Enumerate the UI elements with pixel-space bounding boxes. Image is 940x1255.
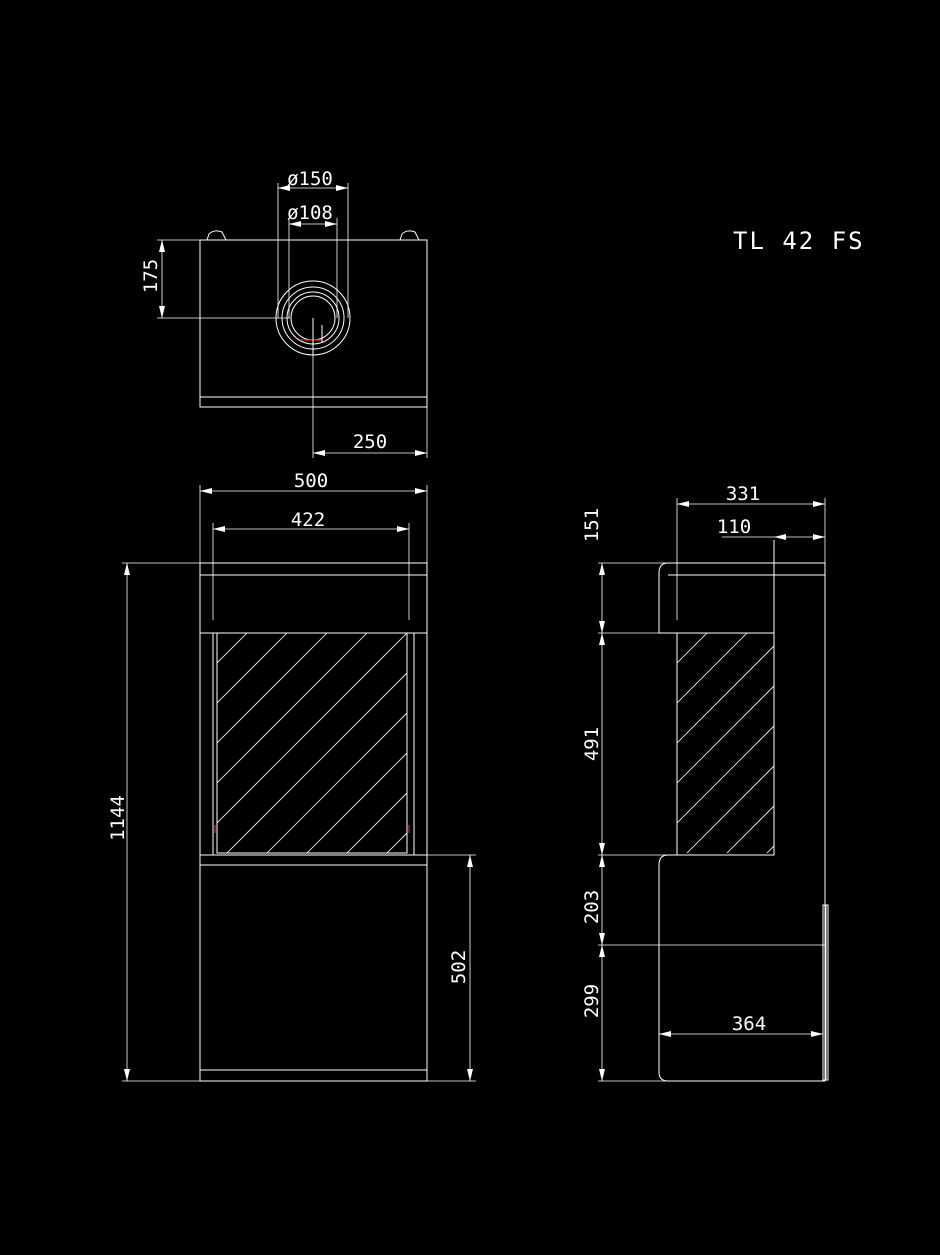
dim-total-width: 500 [199, 470, 428, 563]
dim-width-to-flue-label: 250 [353, 431, 387, 453]
dim-base-height-label: 502 [448, 950, 470, 984]
front-window-hatch [217, 633, 407, 853]
dim-flue-outer-label: ø150 [287, 168, 333, 190]
drawing-title: TL 42 FS [733, 227, 865, 255]
side-view: 331 110 151 491 203 2 [581, 483, 829, 1082]
dim-base-depth: 364 [659, 1013, 823, 1037]
side-window [676, 632, 775, 856]
dim-total-height-label: 1144 [107, 795, 129, 841]
dim-inner-width-label: 422 [291, 509, 325, 531]
front-window-frame [212, 632, 415, 856]
dim-base-height: 502 [427, 854, 476, 1082]
dim-width-to-flue: 250 [312, 355, 428, 458]
dim-bottom-height-label: 299 [581, 984, 603, 1018]
dim-flue-offset: 110 [717, 516, 825, 540]
dim-total-width-label: 500 [294, 470, 328, 492]
front-window-glass [216, 632, 408, 854]
side-view-body [658, 562, 826, 1082]
dim-flue-inner: ø108 [287, 202, 338, 318]
top-view-handle-left [206, 230, 227, 241]
dim-flue-inner-label: ø108 [287, 202, 333, 224]
dim-flue-outer: ø150 [277, 168, 349, 318]
dim-base-depth-label: 364 [732, 1013, 766, 1035]
dim-inner-width: 422 [212, 509, 410, 620]
dim-total-depth: 331 [676, 483, 826, 620]
dim-total-depth-label: 331 [726, 483, 760, 505]
top-view-body [199, 239, 428, 408]
dim-depth-to-flue: 175 [140, 239, 290, 319]
front-view: 500 422 1144 502 [107, 470, 476, 1082]
side-window-hatch [677, 633, 774, 853]
top-view: ø150 ø108 175 250 [140, 168, 428, 458]
front-view-body [199, 562, 428, 1082]
dim-depth-to-flue-label: 175 [140, 259, 162, 293]
dim-top-height-label: 151 [581, 508, 603, 542]
dim-window-height-label: 491 [581, 727, 603, 761]
dim-mid-height-label: 203 [581, 890, 603, 924]
top-view-handle-right [399, 230, 420, 241]
dim-side-vertical-chain: 151 491 203 299 [581, 508, 825, 1082]
dim-total-height: 1144 [107, 562, 200, 1082]
dim-flue-offset-label: 110 [717, 516, 751, 538]
